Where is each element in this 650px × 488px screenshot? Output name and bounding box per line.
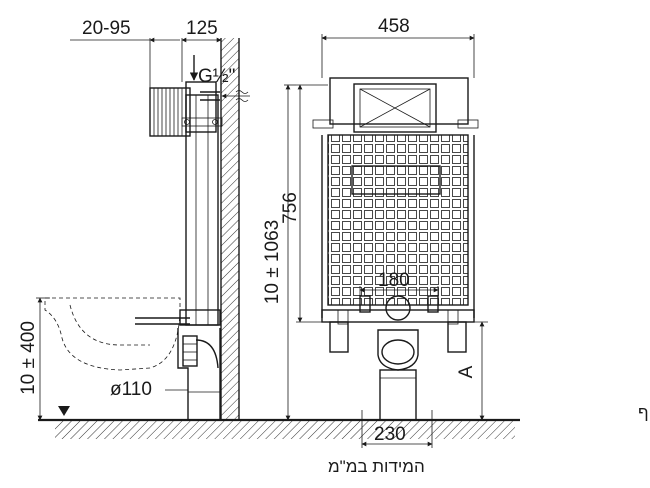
dim-frame-height-label: 756 (280, 192, 301, 224)
dim-depth-label: 125 (186, 18, 218, 39)
floor (38, 418, 520, 439)
floor-level-marker (58, 406, 70, 416)
dim-bowl-height: 10 ± 400 (18, 297, 50, 421)
dim-base-width-label: 230 (374, 424, 406, 445)
dim-adjust-height: A (456, 321, 488, 421)
dim-total-height-label: 10 ± 1063 (262, 220, 283, 304)
dim-width: 458 (321, 16, 475, 78)
dim-outlet-spacing: 180 (359, 270, 439, 300)
dim-depth: 125 (181, 18, 222, 82)
dim-frame-height: 756 (280, 84, 328, 323)
dim-pipe-offset-label: 20-95 (82, 18, 131, 39)
front-frame (312, 77, 479, 421)
dim-outlet-spacing-label: 180 (378, 270, 410, 291)
toilet-bowl-outline (44, 297, 181, 371)
floor-label: פני הריצוף (638, 403, 650, 422)
dim-total-height: 10 ± 1063 (262, 84, 296, 421)
dim-pipe-offset: 20-95 (70, 18, 180, 88)
units-note: המידות במ"מ (328, 457, 425, 476)
wall-section (220, 38, 240, 420)
side-frame (135, 55, 250, 420)
dim-base-width: 230 (361, 410, 433, 448)
dim-bowl-height-label: 10 ± 400 (18, 321, 39, 395)
dim-drain-diameter-label: ø110 (110, 379, 152, 400)
thread-label: G½" (198, 66, 235, 87)
cistern-ribs (153, 88, 183, 136)
dim-adjust-height-label: A (456, 365, 477, 378)
dim-width-label: 458 (378, 16, 410, 37)
